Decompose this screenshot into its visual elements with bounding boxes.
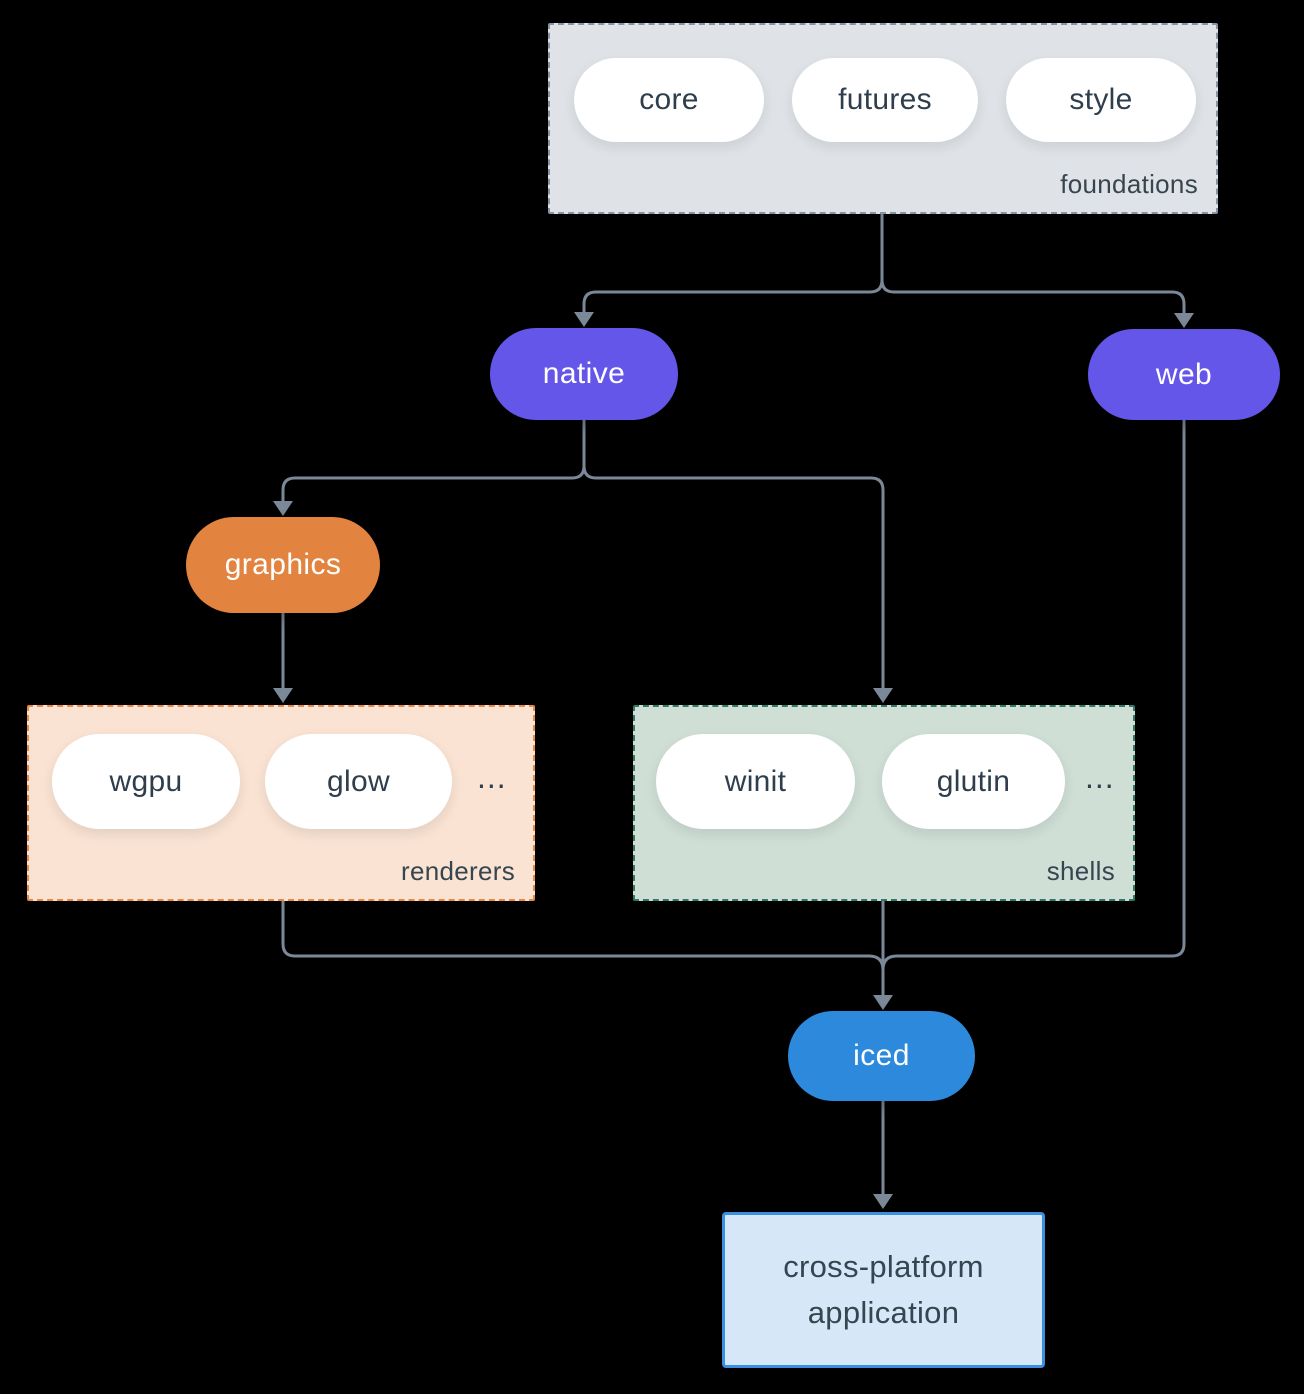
pill-style: style	[1006, 58, 1196, 142]
group-foundations: core futures style foundations	[548, 23, 1218, 214]
group-label-shells: shells	[1046, 856, 1115, 886]
node-web: web	[1088, 329, 1280, 420]
group-shells: winit glutin ... shells	[633, 705, 1135, 901]
group-label-renderers: renderers	[401, 856, 515, 886]
arrowhead-shells	[873, 688, 893, 703]
arrowhead-iced	[873, 995, 893, 1010]
node-cross-platform-application: cross-platform application	[722, 1212, 1045, 1368]
arrowhead-application	[873, 1194, 893, 1209]
edge-native-graphics	[281, 418, 586, 503]
arrowhead-graphics	[273, 501, 293, 516]
shells-ellipsis: ...	[1085, 759, 1115, 795]
renderers-ellipsis: ...	[477, 759, 507, 795]
node-iced: iced	[788, 1011, 975, 1101]
group-label-foundations: foundations	[1060, 169, 1198, 199]
pill-wgpu: wgpu	[52, 734, 240, 829]
edge-native-shells	[582, 418, 885, 690]
node-native: native	[490, 328, 678, 420]
arrowhead-renderers	[273, 688, 293, 703]
group-renderers: wgpu glow ... renderers	[27, 705, 535, 901]
node-graphics: graphics	[186, 517, 380, 613]
pill-core: core	[574, 58, 764, 142]
application-label-line1: cross-platform	[783, 1248, 984, 1284]
edge-foundations-native	[582, 213, 884, 314]
arrowhead-native	[574, 312, 594, 327]
application-label-line2: application	[807, 1295, 960, 1330]
pill-winit: winit	[656, 734, 855, 829]
pill-glow: glow	[265, 734, 452, 829]
pill-glutin: glutin	[882, 734, 1065, 829]
edge-foundations-web	[880, 213, 1186, 315]
arrowhead-web	[1174, 313, 1194, 328]
pill-futures: futures	[792, 58, 978, 142]
edge-renderers-iced	[281, 899, 885, 972]
